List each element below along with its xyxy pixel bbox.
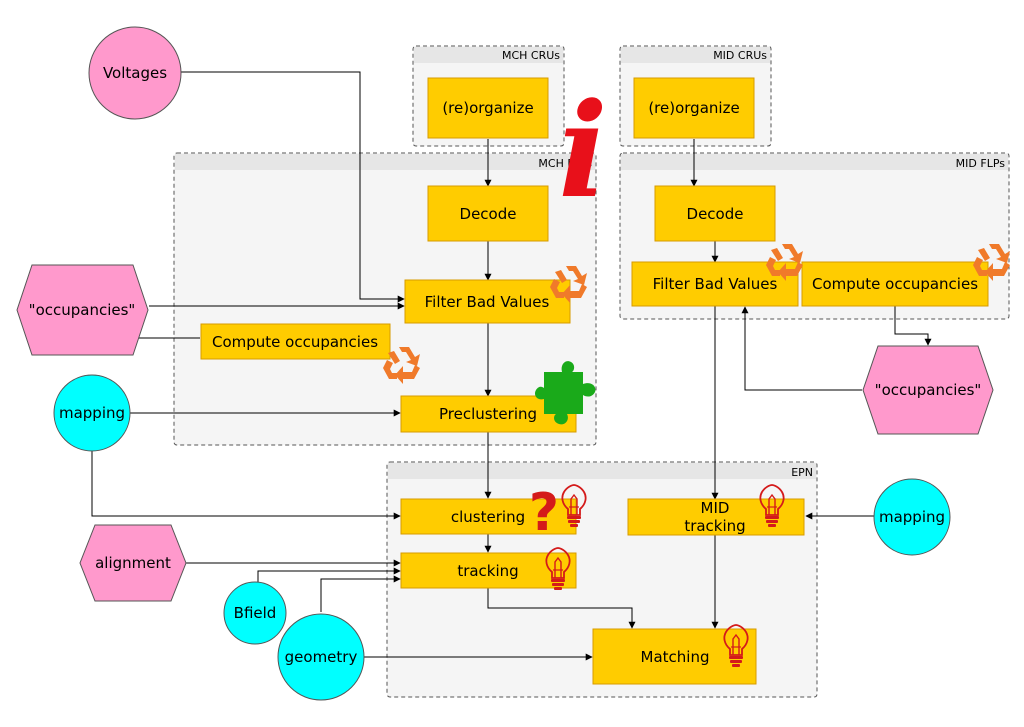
svg-text:Matching: Matching	[641, 648, 710, 666]
svg-text:Decode: Decode	[460, 205, 517, 223]
svg-text:Filter Bad Values: Filter Bad Values	[653, 275, 778, 293]
svg-text:"occupancies": "occupancies"	[29, 301, 136, 319]
svg-text:tracking: tracking	[457, 562, 518, 580]
svg-text:Compute occupancies: Compute occupancies	[212, 333, 378, 351]
question-icon: ?	[529, 483, 559, 543]
svg-text:"occupancies": "occupancies"	[875, 381, 982, 399]
svg-text:Preclustering: Preclustering	[439, 405, 537, 423]
svg-text:mapping: mapping	[59, 404, 125, 422]
svg-text:Voltages: Voltages	[103, 64, 167, 82]
edge-occupancies-mid-filter	[741, 306, 862, 391]
task-mch-decode[interactable]: Decode	[427, 185, 549, 242]
group-title-mch-crus: MCH CRUs	[502, 49, 560, 62]
input-occupancies-left[interactable]: "occupancies"	[16, 264, 149, 356]
task-tracking[interactable]: tracking	[400, 552, 577, 589]
puzzle-icon	[534, 361, 596, 425]
svg-text:clustering: clustering	[451, 508, 525, 526]
svg-text:geometry: geometry	[285, 648, 358, 666]
input-occupancies-right[interactable]: "occupancies"	[862, 345, 994, 435]
group-title-epn: EPN	[791, 466, 813, 479]
svg-text:alignment: alignment	[95, 554, 171, 572]
task-clustering[interactable]: clustering	[400, 498, 577, 535]
svg-text:tracking: tracking	[684, 517, 745, 535]
connectors	[91, 71, 932, 661]
input-geometry[interactable]: geometry	[277, 613, 365, 701]
info-icon: i	[558, 74, 607, 227]
input-voltages[interactable]: Voltages	[88, 26, 182, 120]
svg-text:mapping: mapping	[879, 508, 945, 526]
svg-text:MID: MID	[701, 499, 730, 517]
task-mch-filter-bad-values[interactable]: Filter Bad Values	[404, 279, 571, 324]
task-mid-compute-occupancies[interactable]: Compute occupancies	[801, 261, 989, 307]
group-title-mid-flps: MID FLPs	[956, 157, 1006, 170]
edge-mapping-clustering	[91, 450, 401, 520]
task-mch-reorganize[interactable]: (re)organize	[427, 77, 549, 139]
edge-mid-compute-occupancies	[894, 306, 932, 346]
group-title-mid-crus: MID CRUs	[713, 49, 767, 62]
task-matching[interactable]: Matching	[592, 628, 757, 685]
group-title-mch-flps: MCH FLPs	[538, 157, 592, 170]
task-mid-reorganize[interactable]: (re)organize	[633, 77, 755, 139]
edge-tracking-matching	[487, 588, 636, 629]
svg-text:(re)organize: (re)organize	[648, 99, 739, 117]
input-bfield[interactable]: Bfield	[223, 581, 287, 645]
input-mapping-left[interactable]: mapping	[53, 374, 131, 452]
input-mapping-right[interactable]: mapping	[873, 478, 951, 556]
svg-text:i: i	[558, 74, 607, 227]
edge-bfield-tracking	[257, 567, 401, 585]
svg-text:Filter Bad Values: Filter Bad Values	[425, 293, 550, 311]
task-mid-decode[interactable]: Decode	[654, 185, 776, 242]
input-alignment[interactable]: alignment	[79, 524, 187, 602]
edge-geometry-tracking	[320, 575, 401, 612]
edge-voltages-filter	[181, 71, 405, 303]
svg-text:(re)organize: (re)organize	[442, 99, 533, 117]
svg-text:Bfield: Bfield	[234, 604, 277, 622]
svg-text:Compute occupancies: Compute occupancies	[812, 275, 978, 293]
svg-text:?: ?	[529, 483, 559, 543]
svg-text:Decode: Decode	[687, 205, 744, 223]
task-mch-compute-occupancies[interactable]: Compute occupancies	[200, 323, 391, 360]
